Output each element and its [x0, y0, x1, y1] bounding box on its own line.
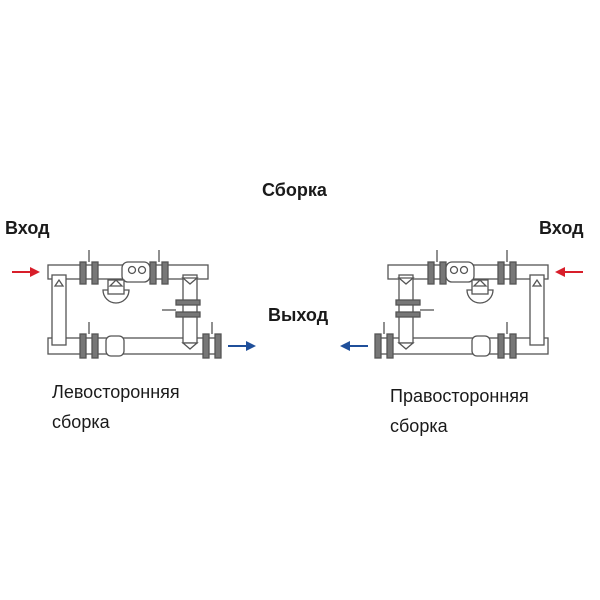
outlet-arrow-right [340, 341, 368, 351]
inlet-arrow-right [555, 267, 583, 277]
outlet-arrow-left [228, 341, 256, 351]
inlet-label-left: Вход [5, 218, 50, 238]
inlet-arrow-left [12, 267, 40, 277]
inlet-label-right: Вход [539, 218, 584, 238]
left-assembly-label-2: сборка [52, 412, 110, 432]
right-assembly-label-2: сборка [390, 416, 448, 436]
right-assembly-drawing [374, 249, 549, 359]
title: Сборка [262, 180, 327, 200]
left-assembly-label-1: Левосторонняя [52, 382, 180, 402]
left-assembly-drawing [47, 249, 222, 359]
outlet-label: Выход [268, 305, 329, 325]
right-assembly-label-1: Правосторонняя [390, 386, 529, 406]
